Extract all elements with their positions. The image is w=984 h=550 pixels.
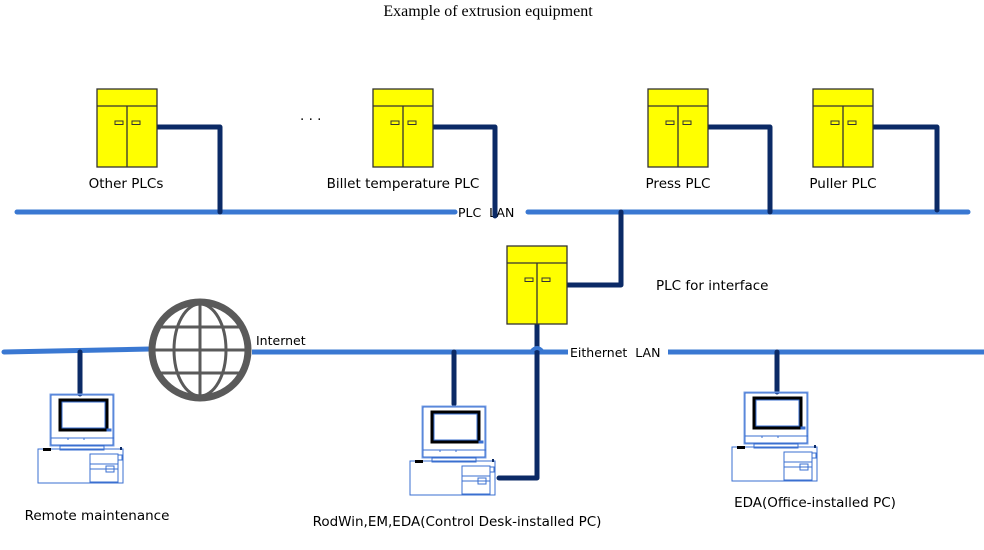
globe-icon — [148, 298, 252, 402]
pc-label: RodWin,EM,EDA(Control Desk-installed PC) — [313, 514, 602, 530]
plc-label: Puller PLC — [809, 176, 876, 192]
plc-cabinet-icon — [647, 88, 709, 168]
ethernet-lan-line-left — [1, 346, 153, 355]
plc-label: Other PLCs — [89, 176, 164, 192]
plc-cabinet-icon — [372, 88, 434, 168]
connector-billet-plc — [430, 124, 498, 219]
line-hop — [529, 346, 545, 354]
diagram-title: Example of extrusion equipment — [383, 3, 593, 20]
connector-interface-to-control-pc — [496, 322, 540, 481]
pc-control[interactable]: RodWin,EM,EDA(Control Desk-installed PC) — [313, 404, 602, 530]
plc-label: Billet temperature PLC — [327, 176, 480, 192]
plc-billet[interactable]: Billet temperature PLC — [327, 88, 480, 192]
plc-label: Press PLC — [646, 176, 711, 192]
desktop-pc-icon — [408, 404, 497, 497]
desktop-pc-icon — [36, 392, 125, 485]
plc-cabinet-icon — [506, 245, 568, 325]
internet-label: Internet — [256, 333, 306, 348]
plc-press[interactable]: Press PLC — [646, 88, 711, 192]
connector-interface-plc — [564, 209, 624, 288]
plc-puller[interactable]: Puller PLC — [809, 88, 877, 192]
ethernet-lan-label: Eithernet LAN — [570, 345, 660, 360]
pc-office[interactable]: EDA(Office-installed PC) — [730, 390, 896, 511]
connector-press-plc — [704, 124, 773, 215]
plc-other[interactable]: Other PLCs — [89, 88, 164, 192]
plc-lan-label: PLC LAN — [458, 205, 514, 220]
plc-label: PLC for interface — [656, 278, 768, 294]
pc-label: EDA(Office-installed PC) — [734, 495, 896, 511]
desktop-pc-icon — [730, 390, 819, 483]
pc-remote[interactable]: Remote maintenance — [25, 392, 170, 524]
connector-puller-plc — [869, 124, 940, 213]
plc-interface[interactable]: PLC for interface — [506, 245, 768, 325]
ellipsis: . . . — [300, 108, 321, 124]
plc-cabinet-icon — [812, 88, 874, 168]
connector-other-plc — [153, 124, 223, 215]
plc-cabinet-icon — [96, 88, 158, 168]
pc-label: Remote maintenance — [25, 508, 170, 524]
